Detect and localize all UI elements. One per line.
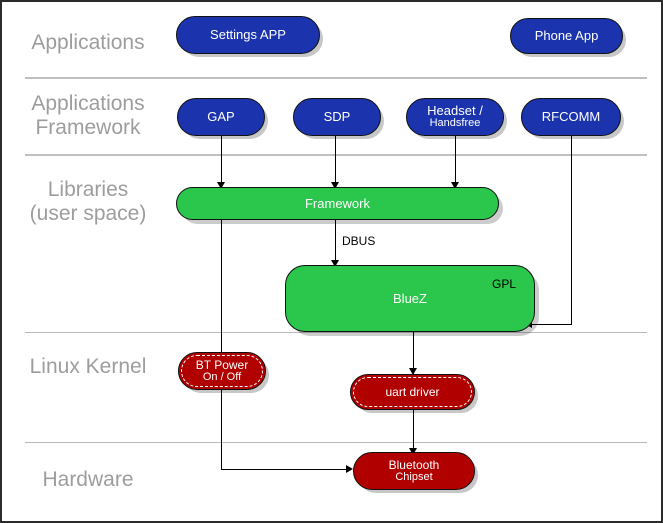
- node-rfcomm-label: RFCOMM: [541, 109, 601, 125]
- node-phone-app-label: Phone App: [534, 28, 599, 44]
- node-bluetooth-chipset-label-line1: Bluetooth: [388, 457, 440, 472]
- arrowhead-framework-to-chipset: [346, 465, 353, 473]
- node-settings-app[interactable]: Settings APP: [176, 16, 320, 54]
- connector-uart-to-chipset: [413, 410, 414, 455]
- node-sdp[interactable]: SDP: [293, 98, 381, 136]
- connector-framework-to-bluez: [335, 220, 336, 266]
- node-headset-handsfree-label-line2: Handsfree: [429, 117, 481, 130]
- connector-framework-to-chipset-horizontal: [221, 469, 349, 470]
- node-bluetooth-chipset-label-line2: Chipset: [395, 470, 433, 483]
- node-uart-driver[interactable]: uart driver: [350, 374, 475, 410]
- divider-applications: [25, 77, 647, 79]
- node-phone-app[interactable]: Phone App: [510, 18, 623, 54]
- connector-sdp-to-framework: [335, 136, 336, 187]
- arrowhead-uart-to-chipset: [409, 448, 417, 455]
- node-uart-driver-label: uart driver: [385, 384, 440, 399]
- arrowhead-headset-to-framework: [451, 182, 459, 189]
- layer-label-libraries: Libraries (user space): [29, 178, 147, 225]
- node-bluez-label: BlueZ: [393, 290, 427, 306]
- node-bluez[interactable]: GPL BlueZ: [285, 265, 535, 332]
- arrowhead-sdp-to-framework: [331, 182, 339, 189]
- layer-label-hardware: Hardware: [42, 468, 134, 491]
- arrowhead-framework-to-bluez: [331, 260, 339, 267]
- node-headset-handsfree-label-line1: Headset /: [427, 103, 483, 119]
- node-bluez-license-tag: GPL: [491, 277, 516, 291]
- divider-libraries: [25, 332, 647, 333]
- node-bt-power[interactable]: BT Power On / Off: [178, 352, 266, 390]
- divider-applications-framework: [25, 154, 647, 156]
- connector-bluez-to-uart: [413, 332, 414, 374]
- layer-label-applications: Applications: [31, 31, 145, 54]
- arrowhead-gap-to-framework: [217, 182, 225, 189]
- connector-rfcomm-horizontal: [532, 324, 572, 325]
- connector-gap-to-framework: [221, 136, 222, 187]
- node-rfcomm[interactable]: RFCOMM: [521, 98, 621, 136]
- layer-label-applications-framework: Applications Framework: [31, 92, 145, 139]
- node-bluetooth-chipset[interactable]: Bluetooth Chipset: [353, 452, 475, 490]
- node-framework-label: Framework: [304, 195, 370, 211]
- connector-framework-to-chipset-vertical: [221, 220, 222, 470]
- node-gap-label: GAP: [207, 109, 235, 125]
- node-framework[interactable]: Framework: [176, 187, 499, 220]
- node-settings-app-label: Settings APP: [210, 27, 286, 43]
- connector-headset-to-framework: [455, 136, 456, 187]
- divider-linux-kernel: [25, 442, 647, 443]
- node-bt-power-label-line1: BT Power: [195, 357, 249, 372]
- node-gap[interactable]: GAP: [177, 98, 265, 136]
- node-bt-power-label-line2: On / Off: [202, 370, 242, 383]
- layer-label-linux-kernel: Linux Kernel: [29, 355, 147, 378]
- node-sdp-label: SDP: [323, 109, 351, 125]
- edge-label-dbus: DBUS: [342, 234, 376, 248]
- connector-rfcomm-vertical: [571, 136, 572, 325]
- arrowhead-bluez-to-uart: [409, 368, 417, 375]
- node-headset-handsfree[interactable]: Headset / Handsfree: [406, 98, 504, 136]
